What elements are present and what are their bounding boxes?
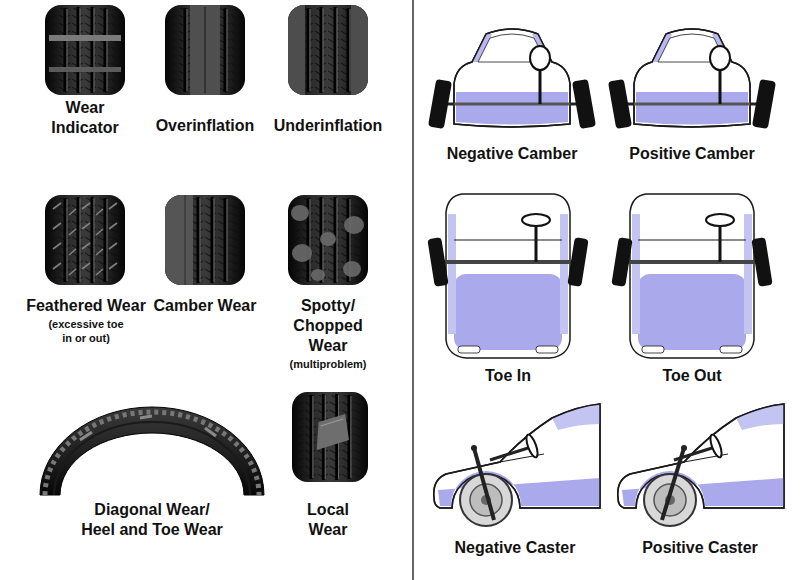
tire-diagonal-wear [40, 407, 264, 495]
tire-wear-indicator [49, 35, 121, 72]
car-positive-caster [662, 448, 684, 520]
tire-local-wear [321, 419, 344, 426]
car-negative-caster [434, 404, 600, 526]
tire-overinflation [190, 5, 220, 95]
tire-spotty-wear [311, 269, 325, 281]
tire-spotty-wear [291, 205, 364, 281]
tire-local-wear [317, 414, 349, 450]
alignment-caption: Positive Camber [612, 144, 772, 164]
car-positive-caster [681, 445, 687, 451]
alignment-caption: Toe In [433, 366, 583, 386]
tire-overinflation [165, 5, 245, 95]
tire-underinflation [288, 5, 368, 95]
tire-caption: Local Wear [298, 500, 358, 540]
tire-caption: Wear Indicator [40, 98, 130, 138]
tire-local-wear [317, 414, 349, 450]
car-negative-camber [428, 79, 452, 129]
caption-note: (excessive toe in or out) [44, 318, 128, 346]
car-negative-camber [428, 79, 452, 129]
car-toe-out [611, 237, 632, 287]
tire-spotty-wear [320, 232, 336, 246]
car-toe-out [751, 237, 772, 287]
car-positive-camber [608, 79, 632, 129]
tire-overinflation [190, 5, 220, 95]
tire-feathered [53, 203, 117, 275]
tire-camber-wear [165, 195, 245, 285]
tire-caption: Diagonal Wear/ Heel and Toe Wear [78, 500, 227, 540]
car-positive-camber [608, 29, 776, 129]
tire-spotty-wear [291, 205, 309, 221]
tire-feathered [45, 195, 125, 285]
car-toe-in [438, 194, 578, 358]
car-negative-camber [440, 29, 584, 127]
tire-caption: Underinflation [258, 116, 398, 136]
car-negative-camber [428, 29, 596, 129]
tire-camber-wear [184, 195, 186, 285]
tire-overinflation [165, 5, 245, 95]
tire-wear-indicator [45, 5, 125, 95]
car-toe-in [427, 194, 588, 358]
car-toe-out [622, 194, 762, 358]
car-positive-camber [752, 79, 776, 129]
tire-spotty-wear [343, 261, 361, 277]
tire-local-wear [292, 392, 368, 482]
car-toe-in [567, 237, 588, 287]
tire-feathered [53, 203, 117, 275]
tire-spotty-wear [288, 195, 368, 285]
tire-diagonal-wear [80, 416, 216, 440]
tire-overinflation [204, 7, 206, 93]
tire-diagonal-wear [45, 412, 259, 495]
tire-diagonal-wear [40, 407, 264, 495]
alignment-caption: Toe Out [617, 366, 767, 386]
car-negative-caster [434, 404, 600, 526]
tire-underinflation [288, 5, 368, 95]
car-negative-camber [572, 79, 596, 129]
car-negative-caster [471, 445, 477, 451]
tire-caption: Camber Wear [150, 296, 260, 316]
tire-local-wear [292, 392, 368, 482]
tire-spotty-wear [292, 244, 312, 262]
tire-feathered [45, 195, 125, 285]
tire-camber-wear [165, 195, 245, 285]
car-toe-in [567, 237, 588, 287]
car-toe-out [611, 237, 632, 287]
alignment-caption: Negative Caster [430, 538, 600, 558]
car-toe-in [427, 237, 448, 287]
tire-underinflation [351, 5, 368, 95]
tire-camber-wear [165, 195, 193, 285]
car-positive-camber [620, 29, 764, 127]
car-toe-out [611, 194, 772, 358]
car-positive-caster [618, 404, 784, 526]
tire-diagonal-wear [54, 422, 250, 495]
tire-spotty-wear [344, 216, 364, 234]
alignment-caption: Positive Caster [615, 538, 785, 558]
tire-underinflation [288, 5, 305, 95]
tire-caption: Feathered Wear [16, 296, 156, 316]
caption-note: (multiproblem) [278, 358, 378, 372]
tire-caption: Overinflation [140, 116, 270, 136]
tire-wear-indicator [49, 35, 121, 41]
divider-line [412, 0, 414, 580]
tire-wear-indicator [45, 5, 125, 95]
car-toe-in [427, 237, 448, 287]
tire-underinflation [288, 5, 368, 95]
alignment-caption: Negative Camber [432, 144, 592, 164]
tire-wear-indicator [49, 67, 121, 72]
car-positive-caster [618, 404, 784, 526]
tire-caption: Spotty/ Chopped Wear [286, 296, 371, 356]
tire-camber-wear [165, 195, 193, 285]
car-negative-caster [474, 448, 494, 520]
tire-spotty-wear [288, 195, 368, 285]
car-positive-camber [752, 79, 776, 129]
car-positive-camber [608, 79, 632, 129]
car-negative-camber [572, 79, 596, 129]
car-toe-out [751, 237, 772, 287]
